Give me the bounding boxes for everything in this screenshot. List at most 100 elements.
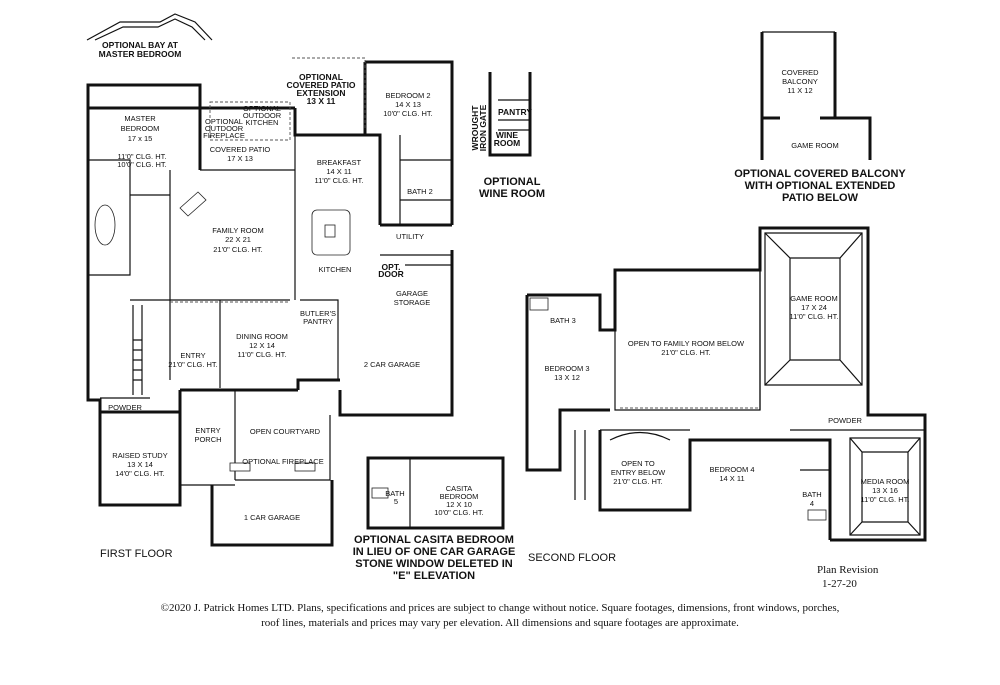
- garage-storage-1: GARAGE: [396, 289, 428, 298]
- casita-caption-2: IN LIEU OF ONE CAR GARAGE: [353, 546, 516, 558]
- opt-door-1: OPT.: [382, 262, 401, 272]
- master-dim: 17 x 15: [128, 134, 153, 143]
- balcony-name-2: BALCONY: [782, 77, 818, 86]
- kitchen-label: KITCHEN: [319, 265, 352, 274]
- footer-line-2: roof lines, materials and prices may var…: [261, 617, 739, 629]
- patio-ext-4: 13 X 11: [307, 96, 336, 106]
- fireplace-icon: [179, 191, 207, 217]
- patio-ext-3: EXTENSION: [296, 88, 345, 98]
- bedroom2-name: BEDROOM 2: [385, 91, 430, 100]
- bathtub-icon: [94, 204, 116, 246]
- study-clg: 14'0" CLG. HT.: [115, 469, 165, 478]
- open-family-1: OPEN TO FAMILY ROOM BELOW: [628, 339, 745, 348]
- second-floor-plan: [525, 226, 927, 542]
- casita-caption-1: OPTIONAL CASITA BEDROOM: [354, 534, 514, 546]
- second-floor-caption: SECOND FLOOR: [528, 552, 616, 564]
- plan-revision-1: Plan Revision: [817, 564, 879, 576]
- bath3-label: BATH 3: [550, 316, 576, 325]
- wine-room-2: ROOM: [494, 138, 520, 148]
- balcony-caption-2: WITH OPTIONAL EXTENDED: [745, 180, 896, 192]
- plan-revision-2: 1-27-20: [822, 578, 857, 590]
- powder2-label: POWDER: [828, 416, 862, 425]
- wrought-1: WROUGHT: [470, 105, 480, 151]
- balcony-caption-1: OPTIONAL COVERED BALCONY: [734, 168, 906, 180]
- bath2-label: BATH 2: [407, 187, 433, 196]
- bedroom4-dim: 14 X 11: [719, 474, 744, 483]
- bedroom2-dim: 14 X 13: [395, 100, 421, 109]
- outdoor-fireplace-3: FIREPLACE: [203, 131, 245, 140]
- bay-label-2: MASTER BEDROOM: [99, 49, 182, 59]
- garage-storage-2: STORAGE: [394, 298, 431, 307]
- entry-porch-2: PORCH: [194, 435, 221, 444]
- bay-label-1: OPTIONAL BAY AT: [102, 40, 179, 50]
- casita-option-plan: [366, 456, 505, 530]
- utility-label: UTILITY: [396, 232, 424, 241]
- bedroom4-name: BEDROOM 4: [709, 465, 754, 474]
- media-clg: 11'0" CLG. HT.: [861, 495, 910, 504]
- casita-bath-1: BATH: [385, 489, 404, 498]
- master-clg-1: 11'0" CLG. HT.: [118, 152, 167, 161]
- casita-clg: 10'0" CLG. HT.: [434, 508, 484, 517]
- butler-1: BUTLER'S: [300, 309, 336, 318]
- dining-clg: 11'0" CLG. HT.: [238, 350, 287, 359]
- master-name: MASTER: [124, 114, 156, 123]
- wine-room-1: WINE: [496, 130, 519, 140]
- bedroom2-clg: 10'0" CLG. HT.: [383, 109, 433, 118]
- family-dim: 22 X 21: [225, 235, 251, 244]
- entry-name: ENTRY: [180, 351, 205, 360]
- breakfast-clg: 11'0" CLG. HT.: [315, 176, 364, 185]
- outdoor-fireplace-1: OPTIONAL: [205, 117, 243, 126]
- outdoor-kitchen-1: OPTIONAL: [243, 104, 281, 113]
- garage2-label: 2 CAR GARAGE: [364, 360, 420, 369]
- butler-2: PANTRY: [303, 317, 333, 326]
- master-clg-2: 10'0" CLG. HT.: [117, 160, 167, 169]
- bath4-2: 4: [810, 499, 814, 508]
- opt-door-2: DOOR: [378, 269, 404, 279]
- opt-wine-caption-1: OPTIONAL: [484, 176, 541, 188]
- casita-name-1: CASITA: [446, 484, 473, 493]
- optional-wine-room-plan: [488, 72, 532, 157]
- breakfast-dim: 14 X 11: [326, 167, 351, 176]
- open-entry-1: OPEN TO: [621, 459, 655, 468]
- outdoor-fireplace-2: OUTDOOR: [205, 124, 244, 133]
- patio-ext-2: COVERED PATIO: [286, 80, 355, 90]
- garage1-label: 1 CAR GARAGE: [244, 513, 300, 522]
- master-name-2: BEDROOM: [121, 124, 160, 133]
- bedroom3-dim: 13 X 12: [554, 373, 580, 382]
- game-room-dim: 17 X 24: [801, 303, 827, 312]
- game-room-name: GAME ROOM: [790, 294, 838, 303]
- first-floor-plan: [86, 13, 454, 547]
- casita-caption-4: "E" ELEVATION: [393, 570, 475, 582]
- optional-balcony-plan: [760, 31, 872, 160]
- open-family-2: 21'0" CLG. HT.: [661, 348, 711, 357]
- powder-label: POWDER: [108, 403, 142, 412]
- first-floor-caption: FIRST FLOOR: [100, 548, 173, 560]
- open-entry-2: ENTRY BELOW: [611, 468, 666, 477]
- casita-dim: 12 X 10: [446, 500, 472, 509]
- courtyard-label: OPEN COURTYARD: [250, 427, 321, 436]
- outdoor-kitchen-3: KITCHEN: [246, 118, 279, 127]
- pantry-label: PANTRY: [498, 107, 532, 117]
- wrought-2: IRON GATE: [478, 104, 488, 151]
- opt-fireplace-label: OPTIONAL FIREPLACE: [242, 457, 323, 466]
- entry-porch-1: ENTRY: [195, 426, 220, 435]
- patio-ext-1: OPTIONAL: [299, 72, 343, 82]
- dining-dim: 12 X 14: [249, 341, 275, 350]
- family-name: FAMILY ROOM: [212, 226, 263, 235]
- study-name: RAISED STUDY: [112, 451, 167, 460]
- balcony-caption-3: PATIO BELOW: [782, 192, 859, 204]
- balcony-dim: 11 X 12: [787, 86, 812, 95]
- game-room-clg: 11'0" CLG. HT.: [790, 312, 839, 321]
- casita-name-2: BEDROOM: [440, 492, 479, 501]
- game-room-small-label: GAME ROOM: [791, 141, 839, 150]
- dining-name: DINING ROOM: [236, 332, 288, 341]
- balcony-name-1: COVERED: [781, 68, 819, 77]
- breakfast-name: BREAKFAST: [317, 158, 362, 167]
- media-name: MEDIA ROOM: [861, 477, 910, 486]
- family-clg: 21'0" CLG. HT.: [213, 245, 263, 254]
- covered-patio-name: COVERED PATIO: [210, 145, 271, 154]
- media-dim: 13 X 16: [872, 486, 898, 495]
- open-entry-3: 21'0" CLG. HT.: [613, 477, 663, 486]
- opt-wine-caption-2: WINE ROOM: [479, 188, 545, 200]
